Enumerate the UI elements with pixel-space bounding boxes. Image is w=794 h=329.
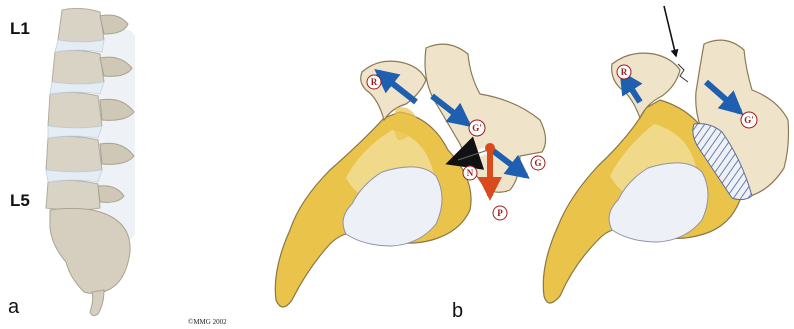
- force-label-g-text: G: [534, 158, 541, 168]
- vertebra-l4: [46, 136, 102, 172]
- vertebra-l2: [52, 50, 104, 84]
- disc: [48, 126, 102, 138]
- force-label-n: N: [463, 166, 477, 180]
- fracture-pointer-arrow: [664, 6, 676, 56]
- right-force-label-g-prime: G': [741, 112, 757, 128]
- middle-vertebra-illustration: [275, 44, 545, 307]
- force-label-g-prime: G': [469, 120, 485, 136]
- force-label-p: P: [493, 206, 507, 220]
- panel-label-a: a: [8, 296, 20, 318]
- force-label-n-text: N: [467, 168, 474, 178]
- vertebra-l3: [48, 92, 102, 128]
- coccyx: [90, 290, 104, 316]
- force-label-g: G: [531, 156, 545, 170]
- vertebra-l1: [58, 8, 104, 42]
- disc: [46, 170, 102, 182]
- sacrum: [50, 208, 130, 293]
- right-force-label-r: R: [617, 65, 631, 79]
- right-force-label-r-text: R: [621, 67, 628, 77]
- force-label-r: R: [367, 75, 381, 89]
- vertebra-l5: [46, 180, 100, 210]
- panel-label-b: b: [452, 300, 463, 322]
- lumbar-spine-illustration: [46, 8, 135, 315]
- label-l1: L1: [10, 19, 30, 38]
- label-l5: L5: [10, 191, 30, 210]
- middle-pars-region: [361, 61, 426, 120]
- disc: [55, 40, 104, 52]
- force-label-p-text: P: [497, 208, 503, 218]
- right-vertebra-illustration: [543, 40, 788, 303]
- force-label-g-prime-text: G': [472, 123, 482, 133]
- disc: [50, 82, 104, 94]
- force-label-r-text: R: [371, 77, 378, 87]
- copyright-text: ©MMG 2002: [188, 318, 227, 326]
- right-force-label-g-prime-text: G': [744, 115, 754, 125]
